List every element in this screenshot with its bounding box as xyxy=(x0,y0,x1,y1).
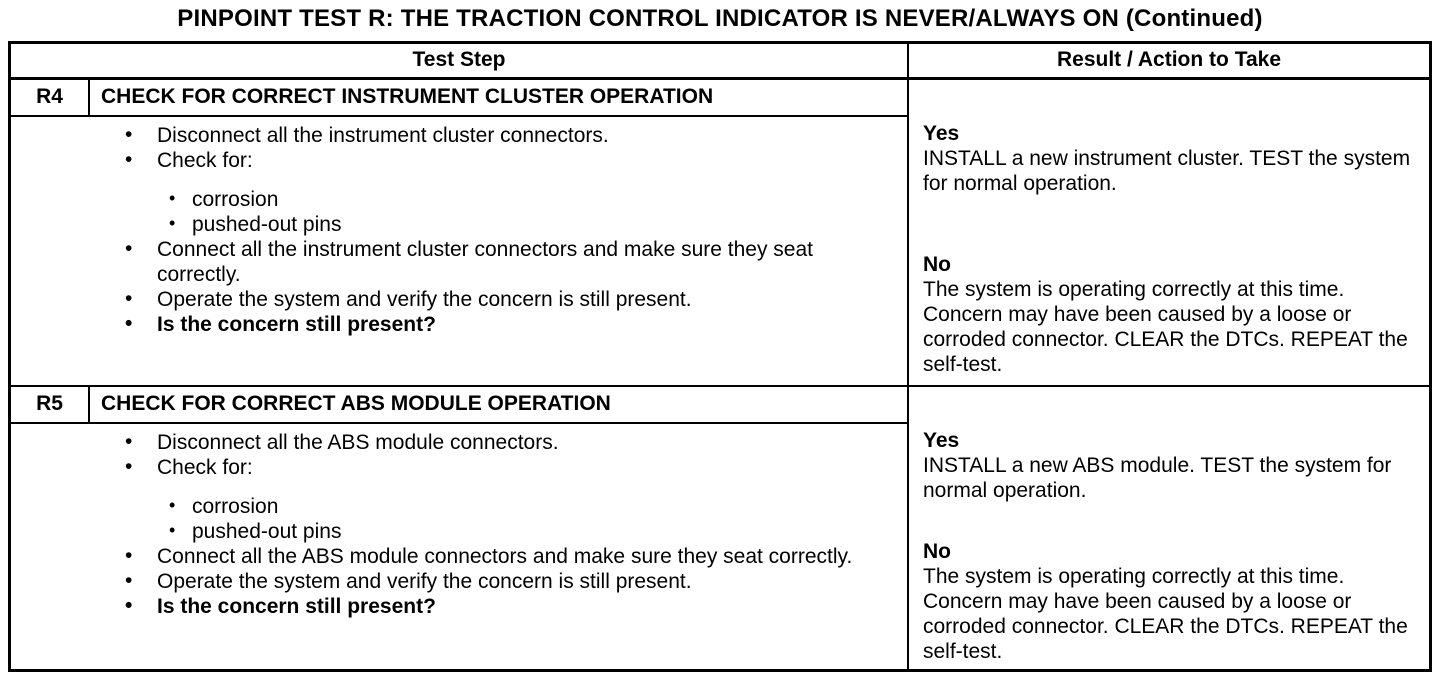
step-id: R5 xyxy=(11,387,90,422)
step-title: CHECK FOR CORRECT ABS MODULE OPERATION xyxy=(101,392,611,415)
result-action-cell: Yes INSTALL a new ABS module. TEST the s… xyxy=(907,387,1429,669)
result-no-block: No The system is operating correctly at … xyxy=(923,539,1416,664)
result-yes-text: INSTALL a new ABS module. TEST the syste… xyxy=(923,454,1392,502)
bullet-item: pushed-out pins xyxy=(169,518,842,544)
bullet-item: Disconnect all the instrument cluster co… xyxy=(123,122,857,148)
bullet-item: pushed-out pins xyxy=(169,211,842,237)
result-action-cell: Yes INSTALL a new instrument cluster. TE… xyxy=(907,80,1429,385)
step-title: CHECK FOR CORRECT INSTRUMENT CLUSTER OPE… xyxy=(101,85,714,108)
bullet-item-question: Is the concern still present? xyxy=(123,311,857,337)
step-row-r5: R5 CHECK FOR CORRECT ABS MODULE OPERATIO… xyxy=(11,385,1429,669)
result-no-text: The system is operating correctly at thi… xyxy=(923,278,1408,376)
result-no-label: No xyxy=(923,540,951,563)
step-row-r4: R4 CHECK FOR CORRECT INSTRUMENT CLUSTER … xyxy=(11,80,1429,385)
bullet-item: Operate the system and verify the concer… xyxy=(123,286,857,312)
bullet-item: Check for: xyxy=(123,147,857,173)
result-yes-label: Yes xyxy=(923,122,960,145)
step-instructions: Disconnect all the ABS module connectors… xyxy=(11,424,907,623)
bullet-item: Check for: xyxy=(123,454,857,480)
step-instructions: Disconnect all the instrument cluster co… xyxy=(11,117,907,341)
column-header-test-step: Test Step xyxy=(412,48,506,71)
test-step-cell: R4 CHECK FOR CORRECT INSTRUMENT CLUSTER … xyxy=(11,80,907,385)
result-yes-text: INSTALL a new instrument cluster. TEST t… xyxy=(923,147,1411,195)
step-header: R4 CHECK FOR CORRECT INSTRUMENT CLUSTER … xyxy=(11,80,907,117)
bullet-list: Disconnect all the ABS module connectors… xyxy=(123,429,897,619)
bullet-item: corrosion xyxy=(169,493,842,519)
pinpoint-test-table: Test Step Result / Action to Take R4 CHE… xyxy=(8,41,1432,672)
test-step-cell: R5 CHECK FOR CORRECT ABS MODULE OPERATIO… xyxy=(11,387,907,669)
table-header-row: Test Step Result / Action to Take xyxy=(11,44,1429,80)
bullet-item: Connect all the ABS module connectors an… xyxy=(123,543,857,569)
page-title: PINPOINT TEST R: THE TRACTION CONTROL IN… xyxy=(177,5,1263,32)
bullet-item: corrosion xyxy=(169,186,842,212)
bullet-item: Disconnect all the ABS module connectors… xyxy=(123,429,857,455)
result-no-block: No The system is operating correctly at … xyxy=(923,252,1416,377)
bullet-list: Disconnect all the instrument cluster co… xyxy=(123,122,897,337)
result-no-label: No xyxy=(923,253,951,276)
bullet-item: Operate the system and verify the concer… xyxy=(123,568,857,594)
step-id: R4 xyxy=(11,80,90,115)
bullet-item: Connect all the instrument cluster conne… xyxy=(123,236,857,287)
result-yes-label: Yes xyxy=(923,429,960,452)
bullet-item-question: Is the concern still present? xyxy=(123,593,857,619)
column-header-result-action: Result / Action to Take xyxy=(907,44,1429,77)
result-no-text: The system is operating correctly at thi… xyxy=(923,565,1408,663)
result-yes-block: Yes INSTALL a new instrument cluster. TE… xyxy=(923,121,1416,196)
result-yes-block: Yes INSTALL a new ABS module. TEST the s… xyxy=(923,428,1416,503)
step-header: R5 CHECK FOR CORRECT ABS MODULE OPERATIO… xyxy=(11,387,907,424)
